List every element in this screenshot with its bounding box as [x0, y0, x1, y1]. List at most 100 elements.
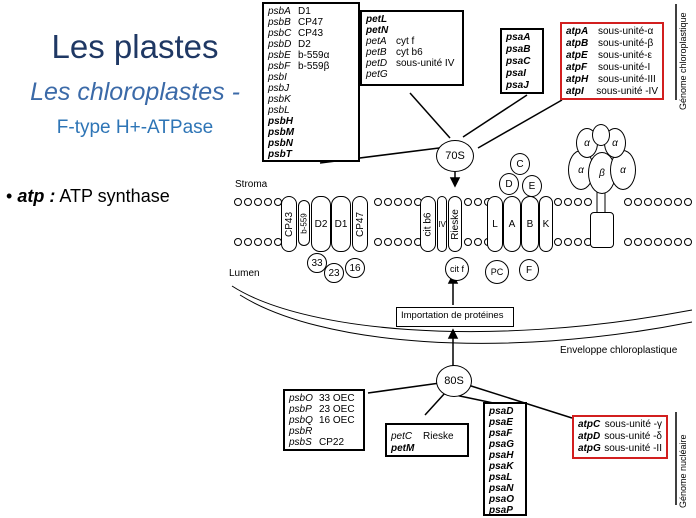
gene-row: petD sous-unité IV	[366, 58, 458, 69]
gene-row: psaE	[489, 417, 521, 428]
atp-top	[592, 124, 610, 146]
gene-name: psaK	[489, 461, 514, 472]
gene-name: psbJ	[268, 83, 290, 94]
lipid-head	[244, 198, 252, 206]
gene-name: petM	[391, 443, 415, 454]
atp-fo	[590, 212, 614, 248]
gene-name: psaF	[489, 428, 513, 439]
lipid-head	[554, 238, 562, 246]
lipid-head	[384, 198, 392, 206]
gene-row: psbI	[268, 72, 354, 83]
bullet-term: atp :	[17, 186, 56, 206]
gene-product: sous-unité -IV	[596, 86, 658, 97]
lipid-head	[574, 198, 582, 206]
cp47-subunit: CP47	[352, 196, 368, 252]
gene-name: psaL	[489, 472, 513, 483]
gene-product: sous-unité -II	[604, 443, 662, 454]
gene-row: psbA D1	[268, 6, 354, 17]
gene-product: sous-unité IV	[396, 58, 455, 69]
gene-row: psaP	[489, 505, 521, 516]
cytf-subunit: cit f	[445, 257, 469, 281]
lipid-head	[464, 238, 472, 246]
gene-row: petL	[366, 14, 458, 25]
lipid-head	[684, 198, 692, 206]
pc-subunit: PC	[485, 260, 509, 284]
psi-d: D	[499, 173, 519, 195]
lipid-head	[654, 238, 662, 246]
gene-product: cyt b6	[396, 47, 423, 58]
oec-33: 33	[307, 253, 327, 273]
gene-name: petL	[366, 14, 388, 25]
gene-row: petN	[366, 25, 458, 36]
gene-name: petN	[366, 25, 389, 36]
gene-name: atpE	[566, 50, 588, 61]
gene-product: b-559β	[298, 61, 330, 72]
lipid-head	[674, 198, 682, 206]
gene-name: psbR	[289, 426, 313, 437]
gene-name: psbI	[268, 72, 287, 83]
gene-name: petD	[366, 58, 388, 69]
gene-name: petG	[366, 69, 388, 80]
lipid-head	[394, 238, 402, 246]
envelope-label: Enveloppe chloroplastique	[560, 345, 678, 356]
lipid-head	[684, 238, 692, 246]
lipid-head	[664, 198, 672, 206]
lipid-head	[644, 198, 652, 206]
lipid-head	[234, 238, 242, 246]
lipid-head	[574, 238, 582, 246]
gene-product: 33 OEC	[319, 393, 355, 404]
gene-row: psbH	[268, 116, 354, 127]
gene-product: 23 OEC	[319, 404, 355, 415]
bullet-item: • atp : ATP synthase	[6, 186, 170, 206]
gene-product: sous-unité -δ	[604, 431, 662, 442]
gene-product: sous-unité -γ	[604, 419, 662, 430]
gene-name: psbM	[268, 127, 295, 138]
gene-name: psbE	[268, 50, 291, 61]
gene-name: psbH	[268, 116, 293, 127]
gene-name: psaN	[489, 483, 514, 494]
gene-name: psbK	[268, 94, 291, 105]
chloro-genome-label: Génome chloroplastique	[678, 12, 688, 110]
lipid-head	[394, 198, 402, 206]
gene-name: psbC	[268, 28, 292, 39]
psi-f: F	[519, 259, 539, 281]
lipid-head	[624, 198, 632, 206]
gene-name: psbS	[289, 437, 312, 448]
gene-name: psaH	[489, 450, 514, 461]
gene-name: psaD	[489, 406, 514, 417]
nuclear-genome-label: Génome nucléaire	[678, 434, 688, 508]
gene-row: petG	[366, 69, 458, 80]
gene-product: D1	[298, 6, 311, 17]
psi-c: C	[510, 153, 530, 175]
lipid-head	[464, 198, 472, 206]
gene-row: psaG	[489, 439, 521, 450]
gene-name: psbT	[268, 149, 292, 160]
gene-name: psaC	[506, 56, 531, 67]
lipid-head	[664, 238, 672, 246]
gene-name: psbD	[268, 39, 292, 50]
lipid-head	[634, 238, 642, 246]
lipid-head	[254, 198, 262, 206]
gene-name: atpC	[578, 419, 601, 430]
lipid-head	[674, 238, 682, 246]
gene-row: psaH	[489, 450, 521, 461]
lipid-head	[564, 198, 572, 206]
gene-name: psbA	[268, 6, 291, 17]
gene-row: psbT	[268, 149, 354, 160]
gene-name: atpH	[566, 74, 589, 85]
gene-name: psbB	[268, 17, 291, 28]
lipid-head	[624, 238, 632, 246]
bullet-text: ATP synthase	[55, 186, 170, 206]
